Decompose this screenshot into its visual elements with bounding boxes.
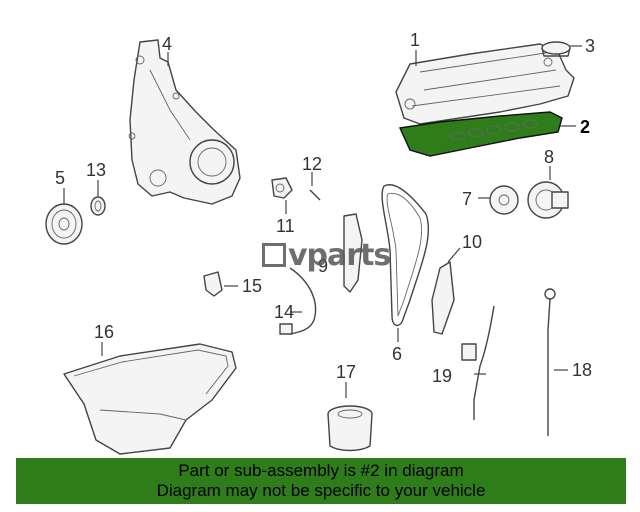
callout-5: 5 xyxy=(55,168,65,188)
part-pin[interactable] xyxy=(309,189,321,201)
part-crank-seal[interactable] xyxy=(90,196,106,216)
part-timing-cover[interactable] xyxy=(128,39,241,205)
part-oil-filler-cap[interactable] xyxy=(541,41,571,57)
callout-18: 18 xyxy=(572,360,592,380)
watermark-text: vparts xyxy=(288,238,391,273)
part-cam-sensor[interactable] xyxy=(271,177,293,199)
banner-line-1: Part or sub-assembly is #2 in diagram xyxy=(178,461,464,480)
part-vvt-gear[interactable] xyxy=(527,181,569,219)
part-cylinder-head-cover[interactable] xyxy=(395,43,575,125)
part-oil-filter[interactable] xyxy=(327,405,373,452)
part-crank-sensor[interactable] xyxy=(279,267,317,335)
vparts-watermark-logo: vparts xyxy=(262,238,391,273)
callout-2: 2 xyxy=(580,117,590,137)
callout-17: 17 xyxy=(336,362,356,382)
callout-13: 13 xyxy=(86,160,106,180)
callout-14: 14 xyxy=(274,302,294,322)
callout-15: 15 xyxy=(242,276,262,296)
part-dipstick[interactable] xyxy=(544,288,556,436)
part-timing-chain[interactable] xyxy=(381,184,430,327)
part-head-cover-gasket[interactable] xyxy=(398,111,563,157)
callout-4: 4 xyxy=(162,34,172,54)
callout-8: 8 xyxy=(544,147,554,167)
callout-11: 11 xyxy=(276,216,295,236)
part-oil-pan[interactable] xyxy=(63,343,237,455)
callout-7: 7 xyxy=(462,189,472,209)
callout-12: 12 xyxy=(302,154,322,174)
part-dipstick-tube[interactable] xyxy=(461,305,495,420)
vparts-logo-icon xyxy=(262,243,286,267)
callout-1: 1 xyxy=(410,30,420,50)
banner-line-2: Diagram may not be specific to your vehi… xyxy=(156,481,486,500)
callout-9: 9 xyxy=(318,256,328,276)
callout-6: 6 xyxy=(392,344,402,364)
callout-19: 19 xyxy=(432,366,452,386)
part-tensioner-slipper[interactable] xyxy=(343,213,363,293)
part-cam-sprocket[interactable] xyxy=(489,185,519,215)
part-crankshaft-pulley[interactable] xyxy=(45,203,83,245)
callout-10: 10 xyxy=(462,232,482,252)
part-bracket[interactable] xyxy=(203,271,223,297)
info-banner: Part or sub-assembly is #2 in diagram Di… xyxy=(16,458,626,504)
callout-16: 16 xyxy=(94,322,114,342)
part-chain-guide[interactable] xyxy=(431,261,455,335)
callout-3: 3 xyxy=(585,36,595,56)
